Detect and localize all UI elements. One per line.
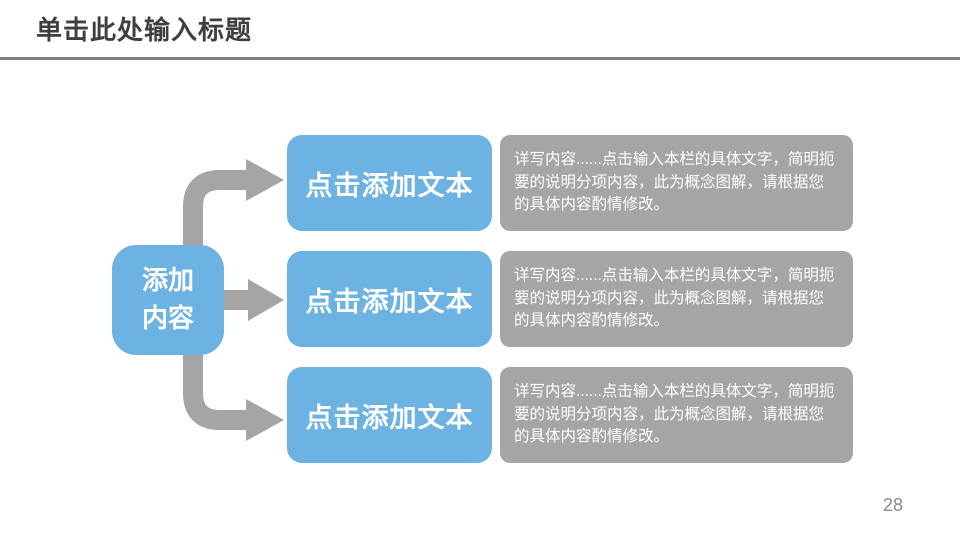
description-placeholder[interactable]: 详写内容......点击输入本栏的具体文字，简明扼要的说明分项内容，此为概念图解… [500,251,853,347]
description-placeholder[interactable]: 详写内容......点击输入本栏的具体文字，简明扼要的说明分项内容，此为概念图解… [500,135,853,231]
flow-row: 点击添加文本 详写内容......点击输入本栏的具体文字，简明扼要的说明分项内容… [0,367,960,463]
description-placeholder[interactable]: 详写内容......点击输入本栏的具体文字，简明扼要的说明分项内容，此为概念图解… [500,367,853,463]
flow-row: 点击添加文本 详写内容......点击输入本栏的具体文字，简明扼要的说明分项内容… [0,135,960,231]
page-number: 28 [882,495,903,515]
arrowhead-bottom-icon [246,399,284,441]
add-text-button[interactable]: 点击添加文本 [287,367,492,463]
title-divider [0,57,960,60]
arrowhead-top-icon [246,159,284,201]
flow-row: 点击添加文本 详写内容......点击输入本栏的具体文字，简明扼要的说明分项内容… [0,251,960,347]
add-text-button[interactable]: 点击添加文本 [287,251,492,347]
slide-title[interactable]: 单击此处输入标题 [36,15,253,45]
hub-add-content-box[interactable]: 添加 内容 [112,245,224,355]
add-text-button[interactable]: 点击添加文本 [287,135,492,231]
arrowhead-middle-icon [248,279,284,321]
